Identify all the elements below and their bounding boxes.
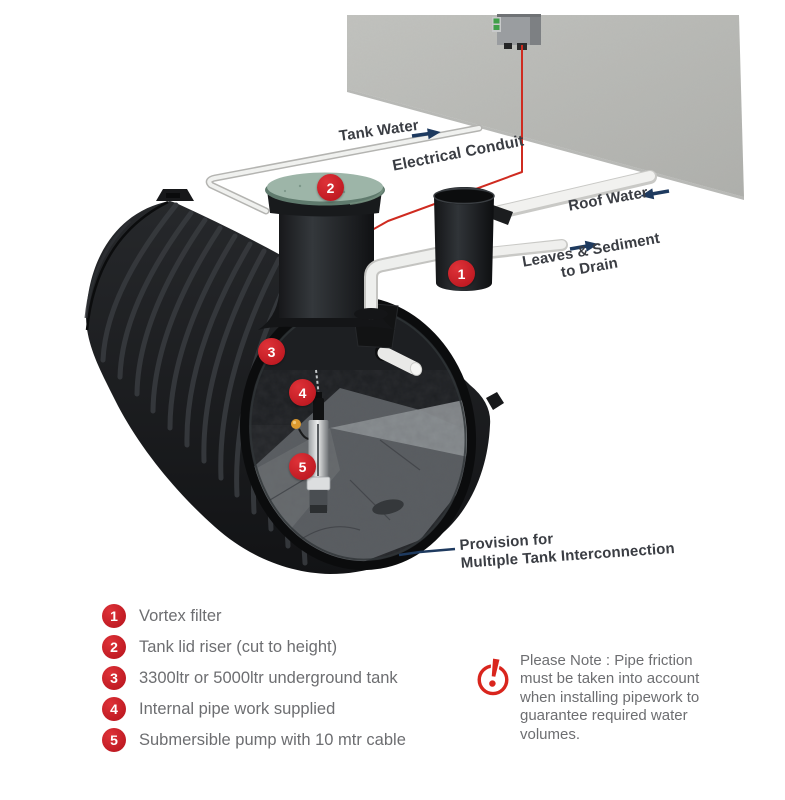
legend-item-3: 3 3300ltr or 5000ltr underground tank [102,666,406,690]
drain-arrow-icon [569,240,599,252]
legend-text-3: 3300ltr or 5000ltr underground tank [139,668,398,687]
alert-exclamation-icon [474,654,512,744]
legend-number-5: 5 [102,728,126,752]
legend-number-4: 4 [102,697,126,721]
marker-5-pump: 5 [289,453,316,480]
vortex-filter [433,187,513,291]
legend-text-1: Vortex filter [139,606,222,625]
note-text: Please Note : Pipe friction must be take… [520,652,700,743]
marker-3-tank: 3 [258,338,285,365]
pipe-friction-note: Please Note : Pipe friction must be take… [474,652,724,744]
legend-item-5: 5 Submersible pump with 10 mtr cable [102,728,406,752]
legend-item-1: 1 Vortex filter [102,604,406,628]
tank-lug-right [486,392,504,410]
tank-water-pipe [205,124,483,215]
legend-number-2: 2 [102,635,126,659]
legend-item-2: 2 Tank lid riser (cut to height) [102,635,406,659]
marker-2-lid-riser: 2 [317,174,344,201]
legend-text-4: Internal pipe work supplied [139,699,336,718]
legend-number-1: 1 [102,604,126,628]
legend-item-4: 4 Internal pipe work supplied [102,697,406,721]
marker-1-vortex-filter: 1 [448,260,475,287]
float-switch [291,419,301,429]
roof-water-pipe [493,170,657,219]
tank-water-arrow-icon [411,128,441,140]
legend: 1 Vortex filter 2 Tank lid riser (cut to… [102,604,406,759]
roof-water-arrow-icon [640,188,670,200]
legend-number-3: 3 [102,666,126,690]
electrical-control-box [492,14,541,50]
legend-text-5: Submersible pump with 10 mtr cable [139,730,406,749]
provision-leader-line [398,547,456,557]
filter-to-tank-pipe [354,246,448,320]
concrete-wall [347,15,744,200]
marker-4-pipework: 4 [289,379,316,406]
floor-recess [372,499,404,515]
legend-text-2: Tank lid riser (cut to height) [139,637,338,656]
